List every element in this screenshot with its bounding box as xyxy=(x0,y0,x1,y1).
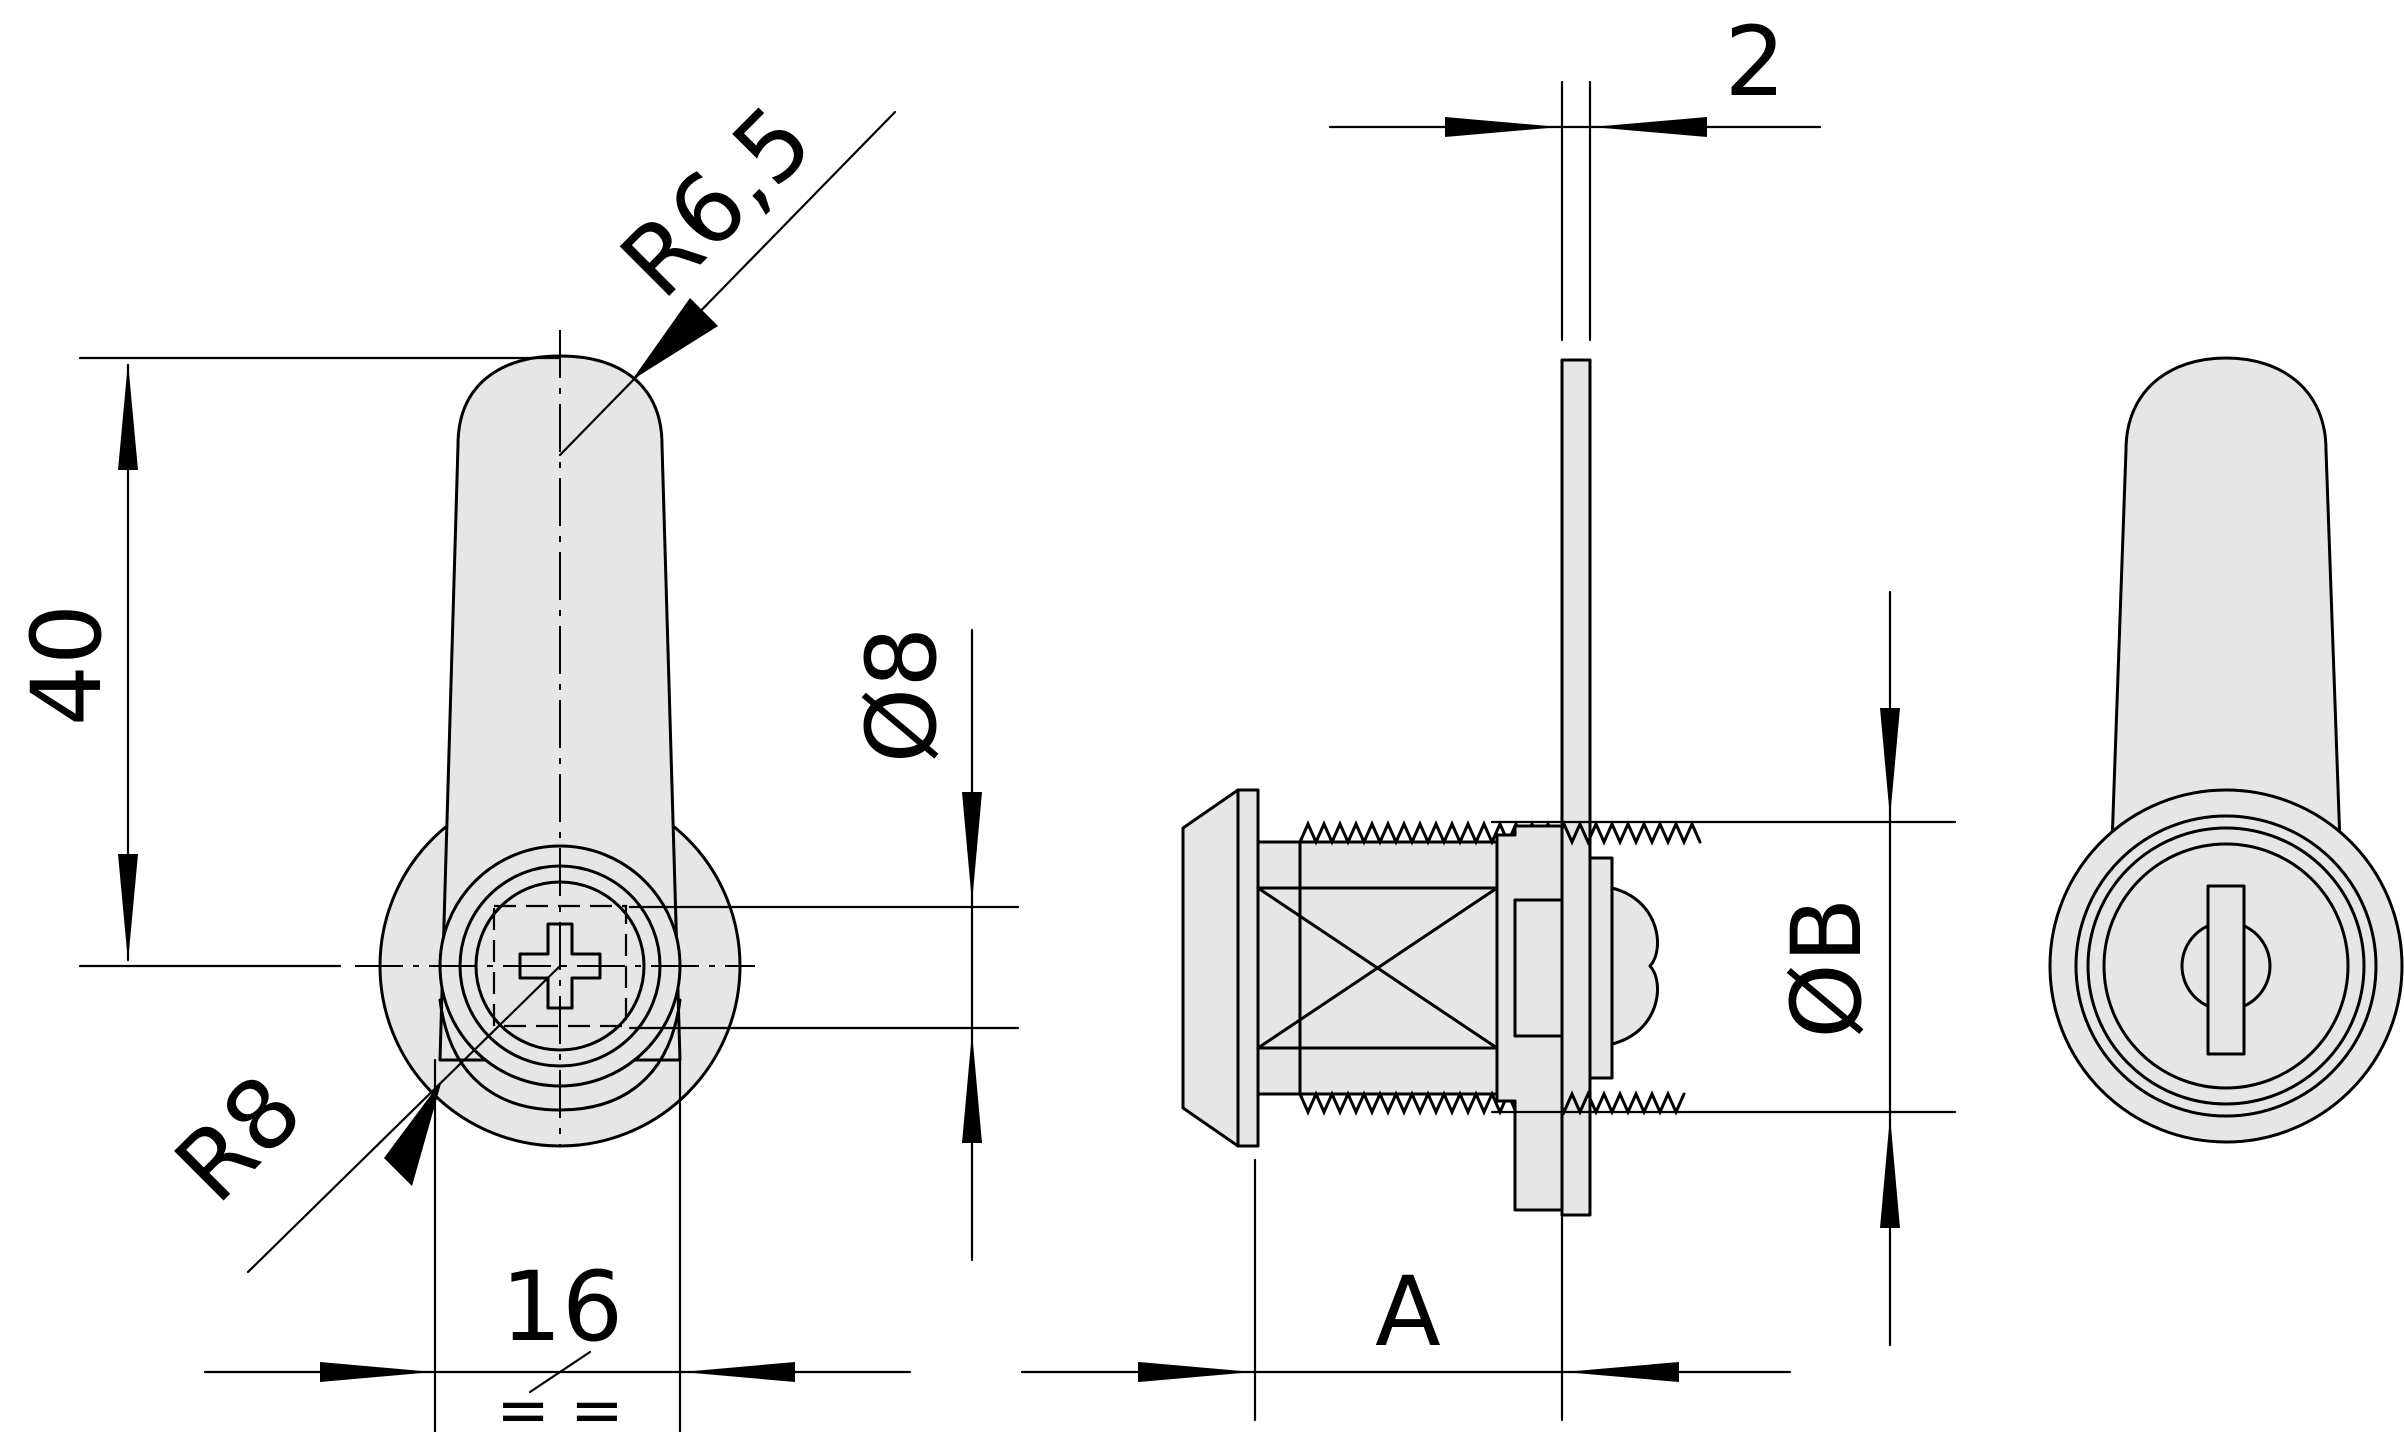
dim-length-a: A xyxy=(1020,1110,1792,1422)
side-threaded-body xyxy=(1256,840,1515,1096)
r8-label: R8 xyxy=(154,1054,324,1224)
side-view xyxy=(1181,358,1702,1217)
dimA-arrow-left xyxy=(1138,1362,1253,1382)
dimB-label: ØB xyxy=(1771,897,1883,1038)
rear-ring-1 xyxy=(2074,814,2378,1118)
dim-thickness-2: 2 xyxy=(1328,6,1822,342)
dim40-arrow-top xyxy=(118,362,138,470)
dimB-arrow-bottom xyxy=(1880,1116,1900,1228)
dim8-arrow-top xyxy=(962,792,982,903)
dim40-arrow-bottom xyxy=(118,854,138,962)
r65-label: R6,5 xyxy=(600,85,834,319)
side-head xyxy=(1181,788,1260,1148)
r65-arrow xyxy=(632,298,718,380)
side-screw xyxy=(1588,856,1659,1080)
dim16-arrow-left xyxy=(320,1362,433,1382)
dim2-arrow-left xyxy=(1445,117,1560,137)
dim-diameter-8: Ø8 xyxy=(628,627,1020,1262)
thread-bottom xyxy=(1298,1090,1686,1116)
dim16-label: 16 xyxy=(501,1251,623,1363)
dim16-arrow-right xyxy=(682,1362,795,1382)
dim-height-40: 40 xyxy=(11,356,562,968)
dim8-label: Ø8 xyxy=(846,627,958,764)
front-view xyxy=(355,330,755,1148)
flat-cross-2 xyxy=(1256,886,1499,1050)
rear-lever xyxy=(2108,356,2344,902)
dim-diameter-b: ØB xyxy=(1490,590,1957,1347)
dim2-label: 2 xyxy=(1724,6,1785,118)
thread-top xyxy=(1298,820,1702,846)
dimA-label: A xyxy=(1375,1256,1441,1368)
key-slot-icon xyxy=(2206,884,2246,1056)
dim40-label: 40 xyxy=(11,604,123,726)
dimA-arrow-right xyxy=(1564,1362,1679,1382)
rear-view xyxy=(2048,356,2404,1144)
dimB-arrow-top xyxy=(1880,708,1900,818)
dim2-arrow-right xyxy=(1592,117,1707,137)
rear-ring-3 xyxy=(2102,842,2350,1090)
rear-ring-2 xyxy=(2086,826,2366,1106)
dim8-arrow-bottom xyxy=(962,1032,982,1143)
r8-arrow xyxy=(384,1080,442,1186)
dim-width-16: 16 = = xyxy=(203,1058,912,1432)
side-cam-plate xyxy=(1560,358,1592,1217)
equal-mark: = = xyxy=(496,1374,624,1432)
